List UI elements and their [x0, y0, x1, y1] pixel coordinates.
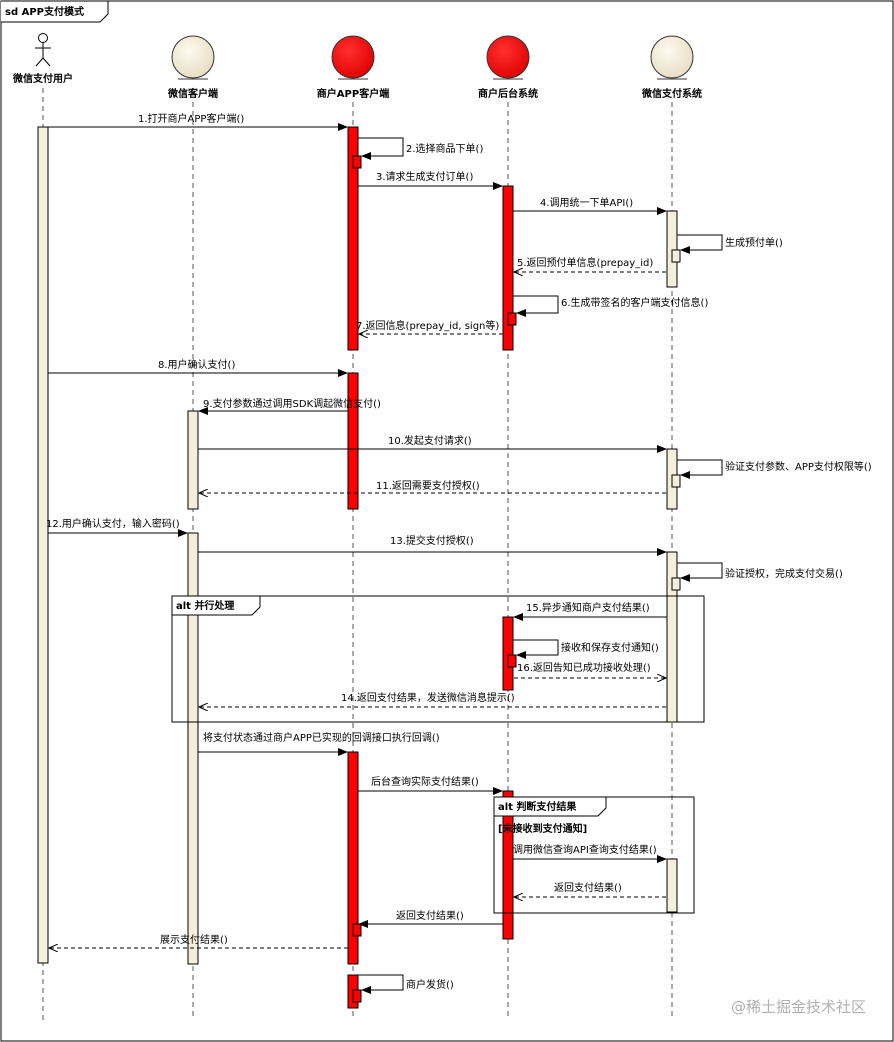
participant-wechat-pay-label: 微信支付系统 [641, 87, 702, 100]
activation-backend-1-self [507, 312, 517, 326]
activation-pay-2-self [671, 474, 681, 488]
fragment-check-result: alt 判断支付结果 [未接收到支付通知] [493, 796, 695, 914]
svg-text:返回支付结果(): 返回支付结果() [554, 881, 622, 894]
fragment-parallel: alt 并行处理 [171, 595, 705, 723]
watermark: @稀土掘金技术社区 [731, 998, 866, 1016]
svg-text:验证支付参数、APP支付权限等(): 验证支付参数、APP支付权限等() [725, 460, 872, 473]
svg-text:调用微信查询API查询支付结果(): 调用微信查询API查询支付结果() [513, 843, 657, 856]
msg-6-self [513, 295, 559, 317]
svg-text:11.返回需要支付授权(): 11.返回需要支付授权() [376, 479, 480, 492]
participant-merchant-backend-label: 商户后台系统 [478, 87, 538, 100]
svg-text:3.请求生成支付订单(): 3.请求生成支付订单() [376, 170, 473, 183]
svg-text:10.发起支付请求(): 10.发起支付请求() [388, 434, 472, 447]
svg-text:13.提交支付授权(): 13.提交支付授权() [390, 534, 474, 547]
svg-text:返回支付结果(): 返回支付结果() [396, 909, 464, 922]
participant-merchant-backend [486, 35, 530, 80]
svg-text:展示支付结果(): 展示支付结果() [160, 933, 228, 946]
activation-app-1-self [352, 155, 362, 169]
activation-app-1 [347, 126, 359, 351]
svg-text:12.用户确认支付，输入密码(): 12.用户确认支付，输入密码() [46, 517, 180, 530]
svg-text:接收和保存支付通知(): 接收和保存支付通知() [561, 641, 659, 654]
actor-user-label: 微信支付用户 [12, 72, 73, 85]
msg-save-notify-self [513, 639, 559, 659]
activation-pay-4 [666, 858, 678, 913]
msg-ship-self [358, 974, 404, 994]
activation-pay-3-self [671, 577, 681, 591]
activation-pay-1-self [671, 249, 681, 263]
svg-text:4.调用统一下单API(): 4.调用统一下单API() [540, 196, 633, 209]
svg-text:后台查询实际支付结果(): 后台查询实际支付结果() [371, 775, 479, 788]
participant-wechat-pay [650, 35, 694, 80]
svg-text:7.返回信息(prepay_id, sign等): 7.返回信息(prepay_id, sign等) [356, 319, 499, 332]
msg-2-self [358, 137, 404, 160]
msg-verify-auth-self [677, 562, 723, 582]
activation-backend-2-self [507, 654, 517, 668]
svg-text:[未接收到支付通知]: [未接收到支付通知] [498, 822, 587, 835]
svg-text:生成预付单(): 生成预付单() [725, 236, 783, 249]
participant-merchant-app-label: 商户APP客户端 [317, 87, 389, 100]
activation-app-2 [347, 372, 359, 510]
participant-wechat-client [171, 35, 215, 80]
activation-pay-1 [666, 210, 678, 288]
svg-text:alt 判断支付结果: alt 判断支付结果 [498, 800, 577, 813]
activation-backend-2 [502, 616, 514, 691]
participant-merchant-app [331, 35, 375, 80]
participant-wechat-client-label: 微信客户端 [167, 87, 218, 100]
svg-text:16.返回告知已成功接收处理(): 16.返回告知已成功接收处理() [517, 661, 651, 674]
svg-text:验证授权，完成支付交易(): 验证授权，完成支付交易() [725, 567, 843, 580]
svg-text:6.生成带签名的客户端支付信息(): 6.生成带签名的客户端支付信息() [561, 296, 708, 309]
activation-app-4-self [352, 989, 362, 1003]
activation-app-3 [347, 751, 359, 965]
svg-text:2.选择商品下单(): 2.选择商品下单() [406, 142, 483, 155]
activation-wechat-client-2 [187, 532, 199, 965]
activation-backend-3 [502, 790, 514, 940]
svg-text:8.用户确认支付(): 8.用户确认支付() [158, 358, 235, 371]
svg-text:9.支付参数通过调用SDK调起微信支付(): 9.支付参数通过调用SDK调起微信支付() [203, 397, 381, 410]
svg-text:5.返回预付单信息(prepay_id): 5.返回预付单信息(prepay_id) [517, 256, 653, 269]
svg-text:15.异步通知商户支付结果(): 15.异步通知商户支付结果() [526, 601, 650, 614]
message-labels: 1.打开商户APP客户端() 2.选择商品下单() 3.请求生成支付订单() 4… [46, 112, 872, 991]
svg-text:将支付状态通过商户APP已实现的回调接口执行回调(): 将支付状态通过商户APP已实现的回调接口执行回调() [203, 731, 440, 744]
messages [48, 123, 723, 994]
svg-text:14.返回支付结果，发送微信消息提示(): 14.返回支付结果，发送微信消息提示() [341, 691, 515, 704]
frame-title: sd APP支付模式 [5, 5, 84, 18]
frame-title-tab [1, 0, 109, 23]
activation-app-3-self [352, 923, 362, 937]
svg-text:alt 并行处理: alt 并行处理 [176, 599, 234, 612]
activations [37, 126, 681, 1009]
svg-text:1.打开商户APP客户端(): 1.打开商户APP客户端() [138, 112, 244, 125]
activation-wechat-client-1 [187, 410, 199, 510]
svg-text:商户发货(): 商户发货() [406, 978, 454, 991]
msg-verify-params-self [677, 459, 723, 479]
msg-prepay-self [677, 234, 723, 254]
actor-user-icon [35, 33, 51, 67]
activation-user [37, 126, 49, 964]
